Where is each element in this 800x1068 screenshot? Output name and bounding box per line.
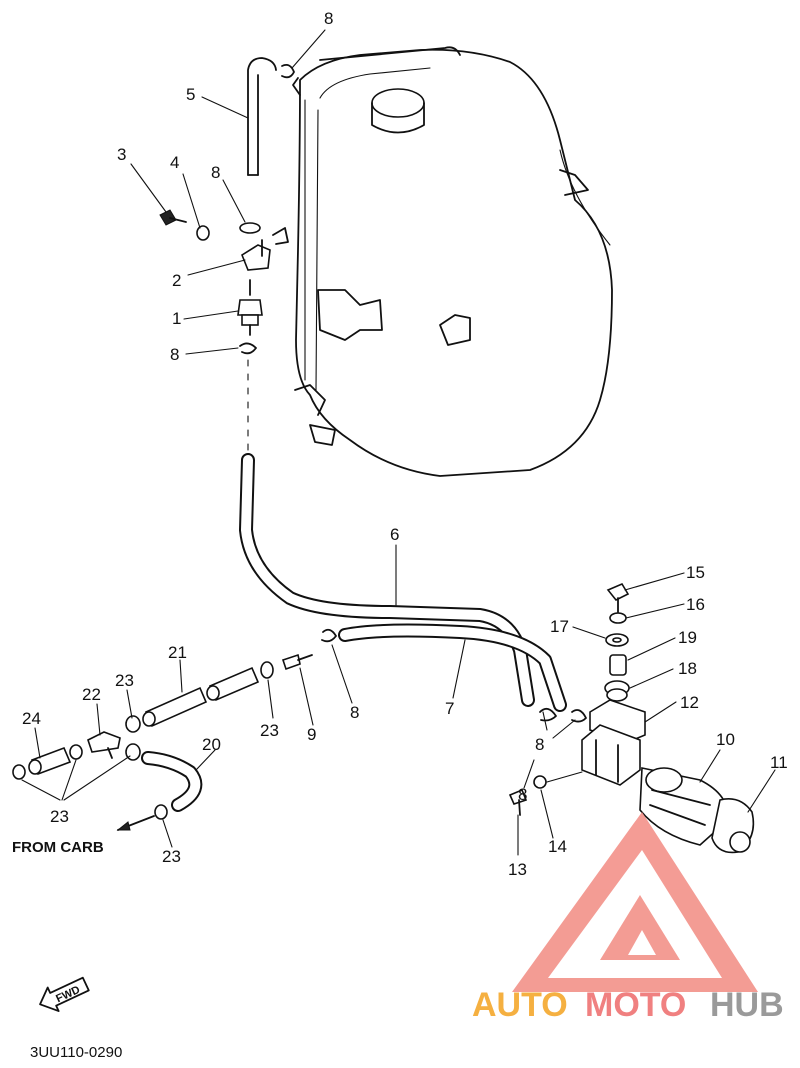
bolt-3 (159, 209, 187, 226)
fuel-filter-1 (237, 279, 263, 336)
fuel-tank (292, 46, 613, 477)
bolt-9 (281, 653, 313, 671)
callout-23-c: 23 (50, 807, 69, 826)
hose-21 (142, 666, 260, 728)
callout-23-a: 23 (115, 671, 134, 690)
from-carb-label: FROM CARB (12, 839, 104, 856)
callout-2: 2 (172, 271, 181, 290)
callout-20: 20 (202, 735, 221, 754)
clip-8-b (239, 342, 257, 355)
callout-12: 12 (680, 693, 699, 712)
callout-24: 24 (22, 709, 41, 728)
clip-8-c (321, 628, 337, 643)
washer-14 (533, 771, 583, 789)
callout-8-d: 8 (535, 735, 544, 754)
callout-13: 13 (508, 860, 527, 879)
callout-9: 9 (307, 725, 316, 744)
pump-bracket-12 (581, 699, 646, 786)
callout-11: 11 (770, 753, 788, 772)
callout-18: 18 (678, 659, 697, 678)
fwd-label: FWD (54, 984, 82, 1005)
bolt-13 (508, 788, 528, 816)
callout-5: 5 (186, 85, 195, 104)
watermark-auto: AUTO (472, 986, 568, 1024)
watermark-logo (512, 812, 758, 992)
watermark-hub: HUB (710, 986, 784, 1024)
washer-4 (196, 225, 210, 241)
callout-14: 14 (548, 837, 567, 856)
callout-numbers: 8 5 3 4 8 2 1 8 6 15 16 17 19 18 21 23 2… (22, 9, 788, 879)
clip-23-c (12, 744, 83, 780)
callout-16: 16 (686, 595, 705, 614)
clip-8-top (281, 63, 295, 79)
callout-6: 6 (390, 525, 399, 544)
clip-8-d (539, 707, 587, 723)
fuel-hose-7 (338, 623, 567, 712)
washer-17 (605, 633, 629, 647)
callout-15: 15 (686, 563, 705, 582)
vent-hose-5 (247, 57, 277, 176)
diagram-code: 3UU110-0290 (30, 1044, 122, 1061)
fuel-pump-10 (639, 767, 729, 846)
callout-8-e: 8 (518, 785, 527, 804)
callout-23-d: 23 (162, 847, 181, 866)
callout-22: 22 (82, 685, 101, 704)
callout-8-b: 8 (170, 345, 179, 364)
callout-1: 1 (172, 309, 181, 328)
callout-3: 3 (117, 145, 126, 164)
callout-23-b: 23 (260, 721, 279, 740)
fwd-arrow: FWD (39, 976, 90, 1012)
callout-7: 7 (445, 699, 454, 718)
bolt-15 (606, 582, 630, 613)
watermark-triangle-icon (512, 812, 758, 992)
damper-18 (604, 680, 630, 702)
clip-23-d (154, 804, 168, 820)
from-carb-arrow (116, 815, 155, 831)
clip-8-a (239, 222, 261, 234)
washer-16 (609, 612, 627, 624)
pump-cap-11 (711, 798, 755, 854)
bracket-2 (241, 227, 289, 271)
collar-19 (609, 654, 627, 676)
callout-19: 19 (678, 628, 697, 647)
leader-lines (21, 29, 776, 856)
callout-21: 21 (168, 643, 187, 662)
clip-23-b (125, 715, 141, 761)
callout-8-c: 8 (350, 703, 359, 722)
clip-23-a (260, 661, 274, 679)
watermark-moto: MOTO (585, 986, 686, 1024)
fuel-hose-6 (239, 453, 535, 707)
callout-4: 4 (170, 153, 179, 172)
callout-10: 10 (716, 730, 735, 749)
callout-17: 17 (550, 617, 569, 636)
hose-20 (141, 751, 203, 812)
hose-24 (28, 746, 72, 776)
callout-8-top: 8 (324, 9, 333, 28)
callout-8-a: 8 (211, 163, 220, 182)
joint-22 (87, 731, 121, 759)
